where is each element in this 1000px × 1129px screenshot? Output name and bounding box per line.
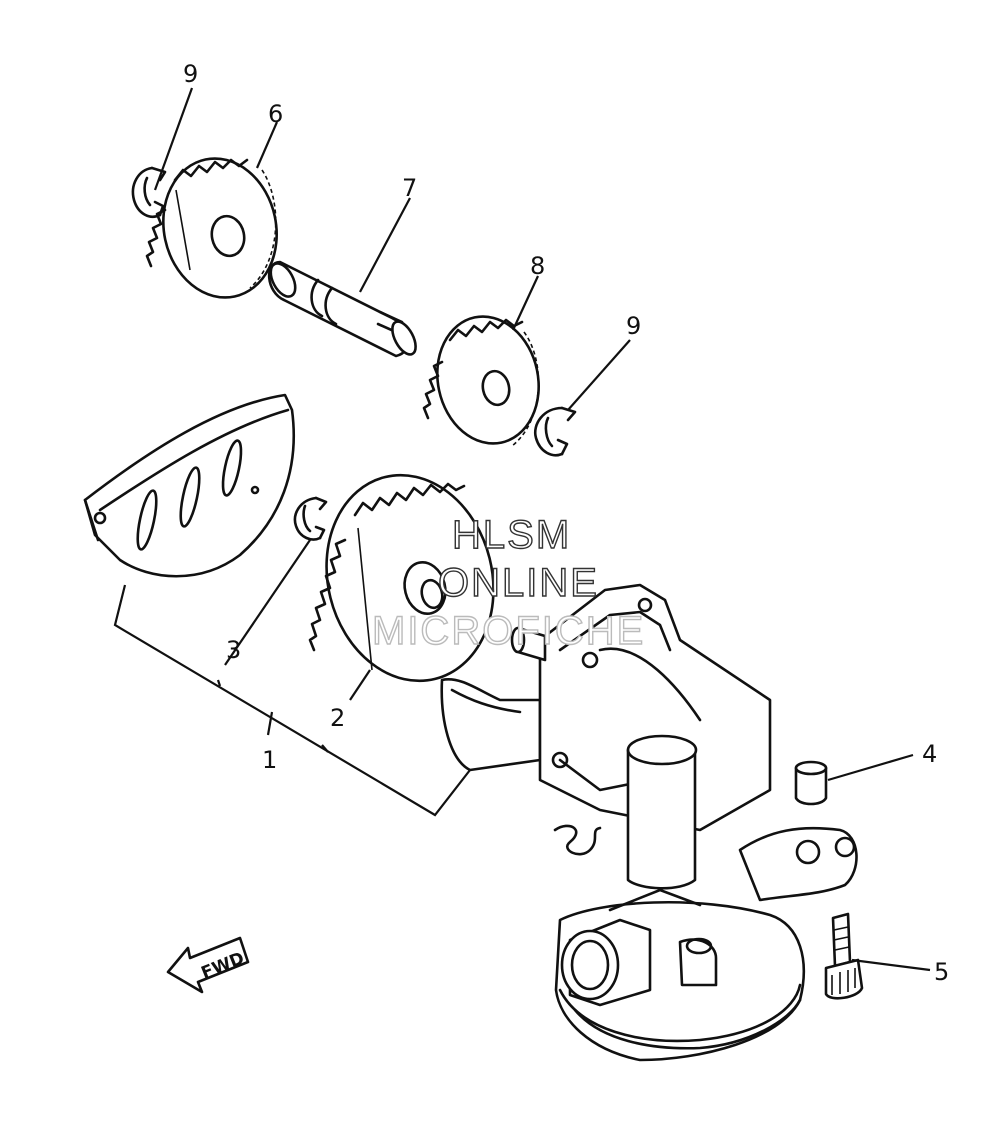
dowel-pin-part-4 [794, 760, 828, 806]
forward-direction-arrow [166, 936, 250, 994]
callout-1: 1 [262, 746, 277, 774]
watermark-line-2: ONLINE [438, 561, 599, 605]
callout-3: 3 [226, 636, 241, 664]
callout-labels: 9 6 7 8 9 3 2 1 4 5 [183, 60, 949, 986]
circlip-part-3 [293, 496, 328, 541]
shaft-part-7 [267, 260, 417, 358]
callout-9-upper: 9 [183, 60, 198, 88]
callout-7: 7 [402, 174, 417, 202]
gear-part-2 [308, 473, 495, 683]
bolt-part-5 [824, 912, 864, 1000]
callout-4: 4 [922, 740, 937, 768]
callout-8: 8 [530, 252, 545, 280]
callout-5: 5 [934, 958, 949, 986]
gear-part-8 [422, 315, 540, 447]
callout-2: 2 [330, 704, 345, 732]
circlip-part-9-lower [533, 406, 577, 457]
watermark-line-1: HLSM [452, 513, 571, 557]
gear-part-6 [145, 157, 278, 299]
watermark-line-3: MICROFICHE [372, 609, 645, 653]
oil-pump-body [440, 583, 858, 1062]
cover-plate-part-1 [83, 393, 296, 578]
leader-lines [113, 87, 931, 972]
watermark: HLSM ONLINE MICROFICHE [371, 512, 645, 653]
callout-6: 6 [268, 100, 283, 128]
callout-9-lower: 9 [626, 312, 641, 340]
